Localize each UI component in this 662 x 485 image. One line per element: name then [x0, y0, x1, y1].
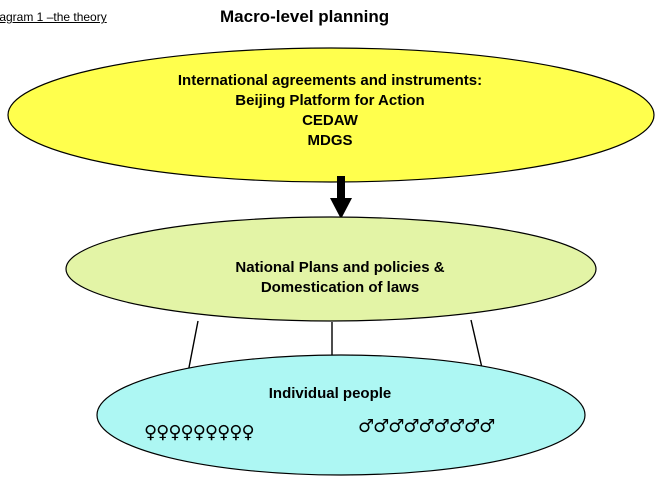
individual-people-ellipse	[96, 354, 586, 476]
international-agreements-ellipse	[7, 47, 655, 183]
international-line-1: Beijing Platform for Action	[235, 92, 425, 109]
diagram-heading: Macro-level planning	[220, 7, 390, 26]
international-line-3: MDGS	[307, 132, 353, 149]
individual-people-label: Individual people	[268, 385, 392, 402]
international-title: International agreements and instruments…	[177, 72, 483, 89]
male-symbols: ♂♂♂♂♂♂♂♂♂	[358, 416, 495, 437]
international-agreements-text: International agreements and instruments…	[90, 71, 570, 151]
national-plans-text: National Plans and policies & Domesticat…	[130, 258, 550, 298]
national-line-1: National Plans and policies &	[235, 259, 445, 276]
national-plans-ellipse	[65, 216, 597, 322]
international-line-2: CEDAW	[302, 112, 358, 129]
thick-down-arrow	[330, 176, 352, 219]
female-symbols: ♀♀♀♀♀♀♀♀♀	[144, 422, 255, 443]
diagram-caption: Diagram 1 –the theory	[0, 10, 107, 24]
national-line-2: Domestication of laws	[260, 279, 420, 296]
